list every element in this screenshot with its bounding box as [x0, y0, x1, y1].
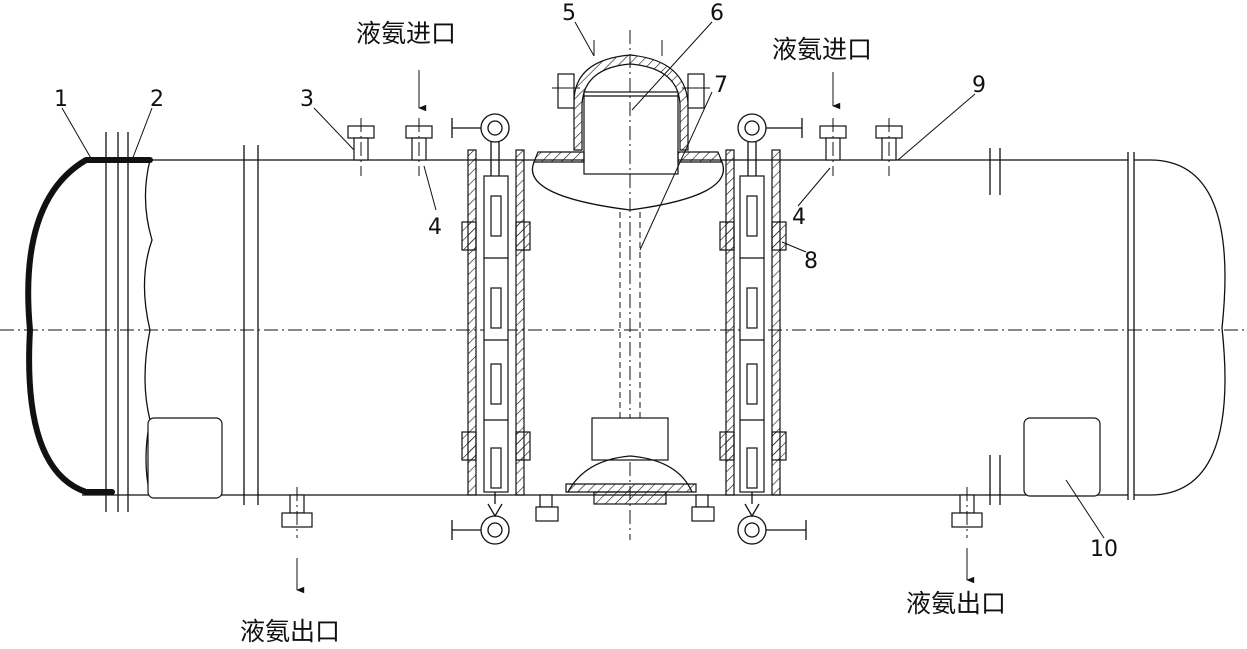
label-8: 8 [804, 249, 818, 274]
right-tie-rod [719, 113, 807, 545]
top-dome [531, 30, 724, 540]
flow-arrows [296, 70, 975, 594]
label-4-right: 4 [792, 205, 806, 230]
label-inlet-left: 液氨进口 [356, 19, 456, 48]
left-head [25, 132, 153, 512]
left-tie-rod [451, 113, 531, 545]
label-1: 1 [54, 87, 68, 112]
right-manhole-box [1023, 417, 1101, 497]
bottom-sump [565, 417, 697, 505]
label-2: 2 [150, 87, 164, 112]
leader-lines [61, 21, 1105, 539]
label-7: 7 [714, 73, 728, 98]
label-9: 9 [972, 73, 986, 98]
left-manhole-box [147, 417, 223, 499]
label-4-left: 4 [428, 215, 442, 240]
bottom-nozzles [281, 487, 983, 538]
top-nozzles [347, 118, 903, 176]
label-6: 6 [710, 1, 724, 26]
label-10: 10 [1090, 537, 1118, 562]
label-5: 5 [562, 1, 576, 26]
internal-pipe [619, 212, 641, 460]
label-3: 3 [300, 87, 314, 112]
label-inlet-right: 液氨进口 [772, 35, 872, 64]
label-outlet-right: 液氨出口 [906, 589, 1006, 618]
label-outlet-left: 液氨出口 [240, 617, 340, 646]
